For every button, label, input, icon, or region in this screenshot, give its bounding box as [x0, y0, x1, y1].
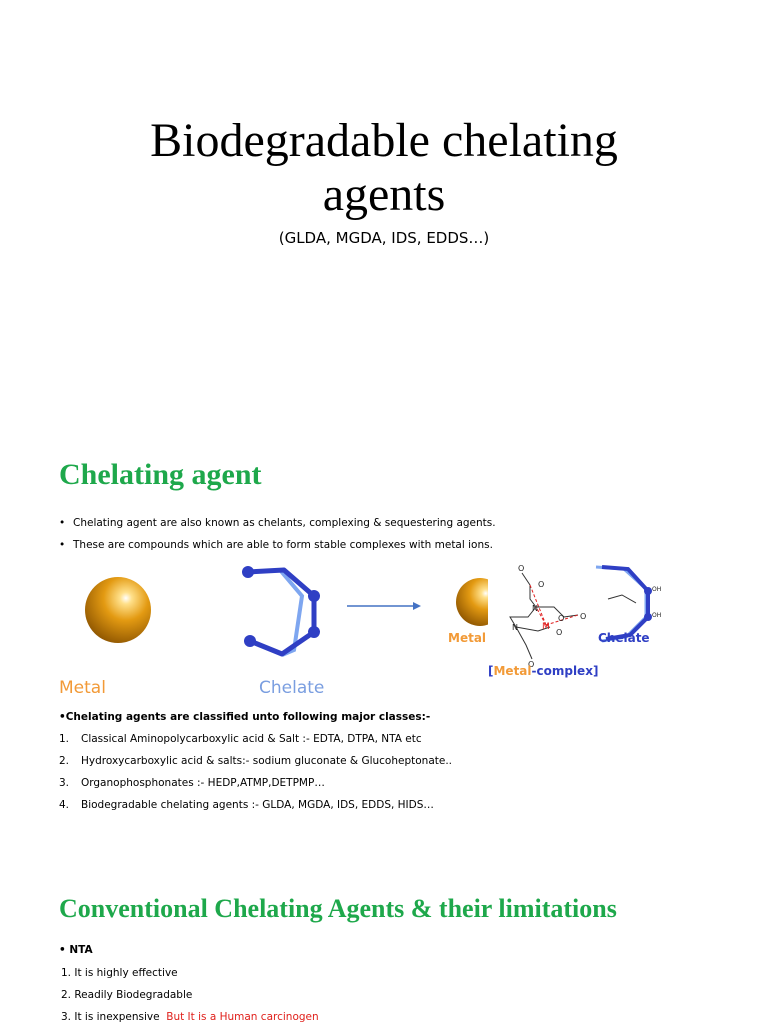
conventional-agents-slide: Conventional Chelating Agents & their li… [0, 880, 768, 1024]
complex-chelate-label: Chelate [598, 631, 650, 645]
nta-point: 1. It is highly effective [61, 967, 178, 979]
class-num: 1. [59, 733, 70, 745]
classes-list: 1. Classical Aminopolycarboxylic acid & S… [59, 730, 452, 818]
class-item: 3. Organophosphonates :- HEDP,ATMP,DETPMP… [59, 774, 452, 796]
class-item: 1. Classical Aminopolycarboxylic acid & S… [59, 730, 452, 752]
slide-title: Biodegradable chelating agents [150, 114, 618, 221]
class-text: Classical Aminopolycarboxylic acid & Sal… [81, 733, 422, 745]
complex-metal-label: Metal [448, 631, 486, 645]
center-atom-label: M [542, 622, 550, 632]
class-item: 2. Hydroxycarboxylic acid & salts:- sodiu… [59, 752, 452, 774]
slide-subtitle: (GLDA, MGDA, IDS, EDDS…) [278, 229, 490, 247]
svg-text:O: O [528, 660, 534, 669]
nta-point: 3. It is inexpensive But It is a Human c… [61, 1008, 319, 1030]
svg-text:O: O [580, 612, 586, 621]
classes-intro: •Chelating agents are classified unto fo… [59, 711, 431, 723]
nta-point-text: 3. It is inexpensive [61, 1011, 160, 1023]
oh-label: OH [652, 586, 661, 593]
chelate-caption: Chelate [259, 678, 325, 698]
metal-complex-image: Metal M OO NN OO OO OH O [448, 558, 661, 678]
bullet-item: These are compounds which are able to fo… [59, 536, 496, 558]
svg-text:O: O [556, 628, 562, 637]
oh-label: OH [652, 612, 661, 619]
chelate-ligand-image [242, 566, 320, 657]
class-item: 4. Biodegradable chelating agents :- GLDA… [59, 796, 452, 818]
svg-text:O: O [538, 580, 544, 589]
slide-heading: Chelating agent [59, 458, 262, 491]
svg-text:N: N [512, 623, 518, 632]
svg-text:O: O [518, 564, 524, 573]
metal-caption: Metal [59, 678, 106, 698]
class-num: 3. [59, 777, 70, 789]
bullet-item: Chelating agent are also known as chelan… [59, 514, 496, 536]
class-text: Biodegradable chelating agents :- GLDA, … [81, 799, 434, 811]
nta-point: 2. Readily Biodegradable [61, 989, 193, 1001]
reaction-arrow [347, 602, 421, 610]
svg-text:N: N [532, 604, 538, 613]
svg-text:O: O [558, 614, 564, 623]
bullet-list: Chelating agent are also known as chelan… [59, 514, 496, 558]
complex-bracket-open: [ [488, 664, 493, 678]
class-text: Organophosphonates :- HEDP,ATMP,DETPMP… [81, 777, 325, 789]
nta-label: • NTA [59, 944, 93, 956]
nta-points: 1. It is highly effective 2. Readily Bio… [61, 964, 319, 1030]
class-num: 2. [59, 755, 70, 767]
metal-sphere-image [85, 577, 151, 643]
class-num: 4. [59, 799, 70, 811]
chelating-agent-slide: Chelating agent Chelating agent are also… [0, 440, 768, 840]
title-slide: Biodegradable chelating agents (GLDA, MG… [0, 0, 768, 420]
complex-caption-rest: -complex] [532, 664, 599, 678]
slide-heading: Conventional Chelating Agents & their li… [59, 894, 617, 923]
class-text: Hydroxycarboxylic acid & salts:- sodium … [81, 755, 453, 767]
complex-caption-metal: Metal [493, 664, 531, 678]
carcinogen-warning: But It is a Human carcinogen [166, 1011, 319, 1023]
svg-text:[Metal-complex]: [Metal-complex] [488, 664, 598, 678]
